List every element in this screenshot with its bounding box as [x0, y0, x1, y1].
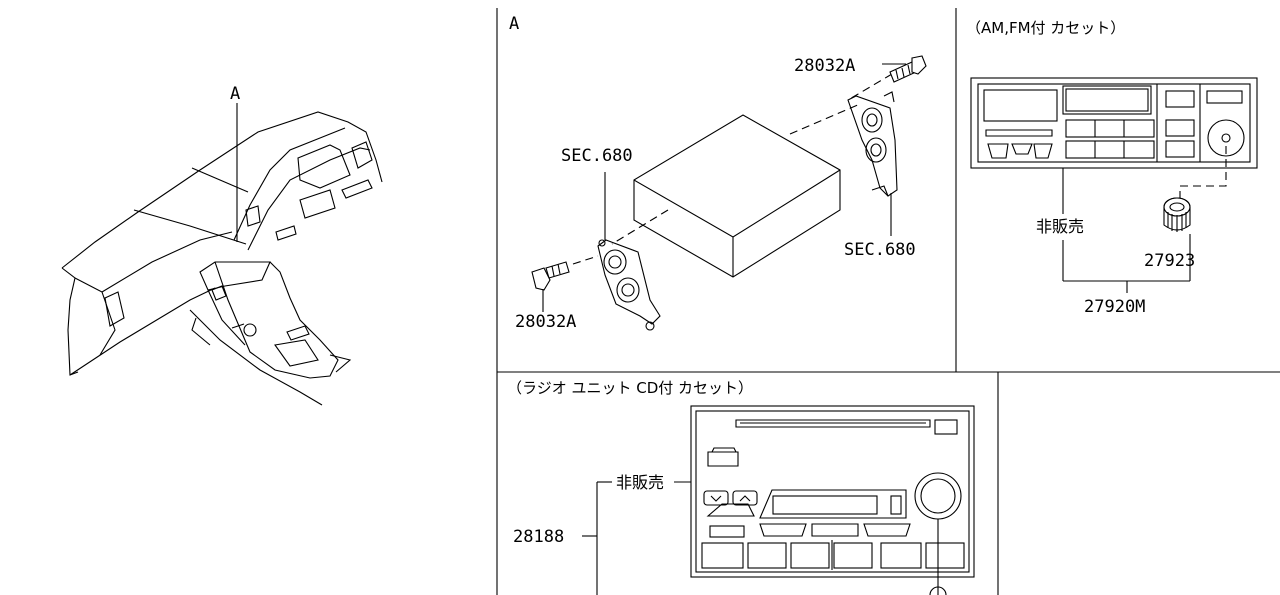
- top-bolt: [882, 55, 927, 83]
- cd-unit-part-number: 28188: [513, 527, 564, 547]
- panel-dividers: [496, 8, 1280, 595]
- audio-unit-box: [633, 114, 841, 278]
- left-bracket-dash: [611, 209, 669, 245]
- bottom-bolt: [531, 261, 570, 312]
- right-bracket-dash: [789, 103, 861, 135]
- cd-radio-unit: [690, 405, 975, 595]
- sec-right-label: SEC.680: [844, 240, 916, 260]
- amfm-knob-dash: [1179, 146, 1227, 200]
- sec-left-label: SEC.680: [561, 146, 633, 166]
- right-mounting-bracket: [847, 91, 898, 197]
- left-mounting-bracket: [597, 239, 661, 331]
- amfm-knob-part-number: 27923: [1144, 251, 1195, 271]
- dashboard-overview-drawing: [61, 103, 383, 406]
- panel-a-title: A: [509, 14, 519, 34]
- amfm-unit-part-number: 27920M: [1084, 297, 1145, 317]
- amfm-radio-unit: [970, 77, 1258, 169]
- amfm-not-for-sale: 非販売: [1036, 217, 1084, 236]
- top-bolt-dash: [847, 73, 893, 101]
- panel-amfm-title: （AM,FM付 カセット）: [966, 19, 1125, 37]
- overview-callout-a: A: [230, 84, 240, 104]
- bottom-bolt-label: 28032A: [515, 312, 576, 332]
- top-bolt-label: 28032A: [794, 56, 855, 76]
- cd-not-for-sale: 非販売: [616, 473, 664, 492]
- panel-cd-title: （ラジオ ユニット CD付 カセット）: [507, 379, 753, 397]
- amfm-knob: [1163, 197, 1191, 232]
- bottom-bolt-dash: [572, 255, 599, 265]
